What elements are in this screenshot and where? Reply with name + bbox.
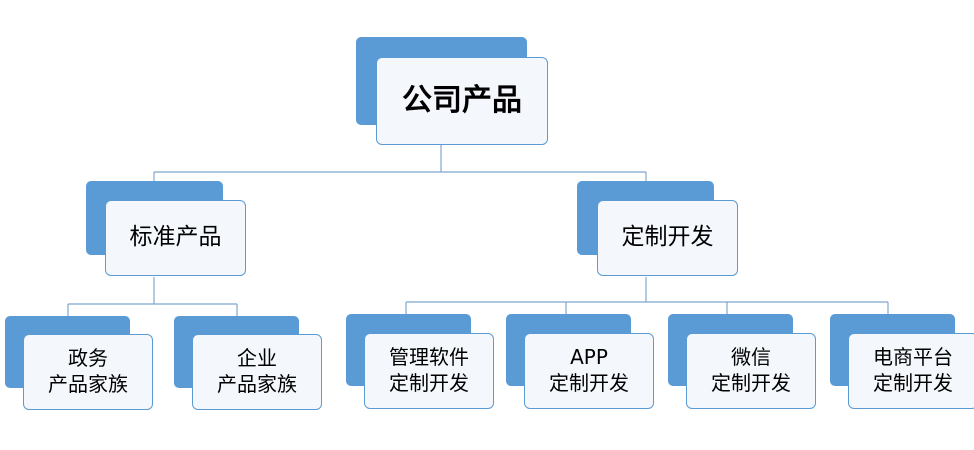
node-label: 定制开发 <box>621 224 714 251</box>
node-label: APP 定制开发 <box>549 345 629 395</box>
node-label: 公司产品 <box>402 82 522 118</box>
node-box: 企业 产品家族 <box>192 334 322 410</box>
node-label: 企业 产品家族 <box>217 346 297 396</box>
node-box: 定制开发 <box>597 200 738 276</box>
node-box: 管理软件 定制开发 <box>364 333 494 409</box>
node-box: 微信 定制开发 <box>686 333 816 409</box>
node-label: 电商平台 定制开发 <box>873 345 953 395</box>
node-box: 电商平台 定制开发 <box>848 333 974 409</box>
node-box: 公司产品 <box>376 57 548 145</box>
node-label: 标准产品 <box>129 224 222 251</box>
node-label: 政务 产品家族 <box>48 346 128 396</box>
node-label: 微信 定制开发 <box>711 345 791 395</box>
node-box: 政务 产品家族 <box>23 334 153 410</box>
node-box: APP 定制开发 <box>524 333 654 409</box>
node-label: 管理软件 定制开发 <box>389 345 469 395</box>
node-box: 标准产品 <box>105 200 246 276</box>
